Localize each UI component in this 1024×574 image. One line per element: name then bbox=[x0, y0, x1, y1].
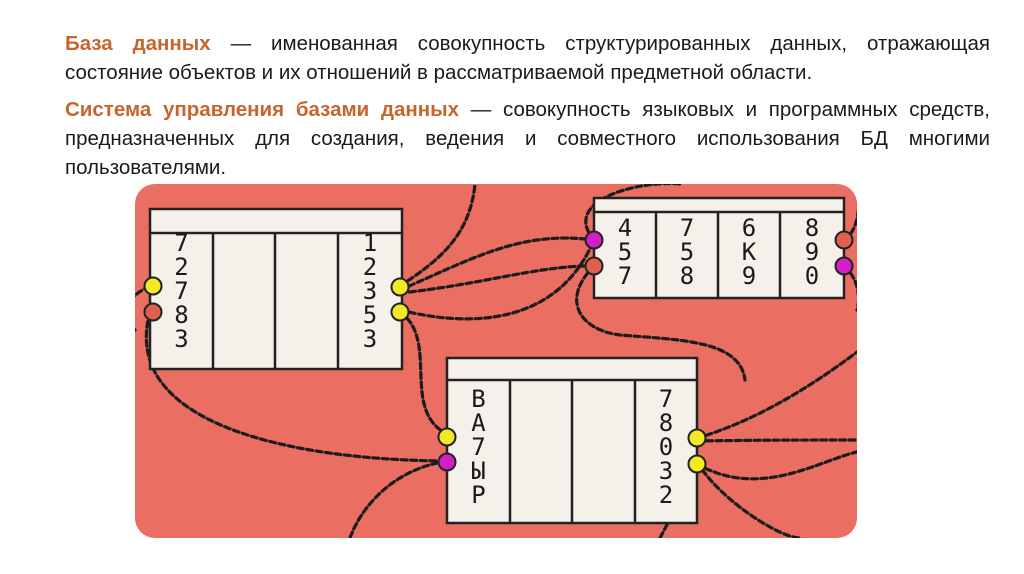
connector-dot bbox=[143, 302, 163, 322]
table-cell-char: 5 bbox=[618, 238, 632, 266]
table-cell-char: 2 bbox=[659, 481, 673, 509]
relationship-line bbox=[135, 284, 152, 332]
table-cell-char: 7 bbox=[471, 433, 485, 461]
term-dbms: Система управления базами данных bbox=[65, 98, 460, 121]
relationship-line bbox=[584, 184, 682, 242]
table-cell-char: 3 bbox=[659, 457, 673, 485]
connector-dot bbox=[437, 427, 457, 447]
connector-dot bbox=[390, 277, 410, 297]
table-cell-char: 5 bbox=[363, 301, 377, 329]
relationship-line bbox=[398, 184, 477, 288]
table-cell-char: А bbox=[471, 409, 486, 437]
connector-dot bbox=[390, 302, 410, 322]
table-cell-char: 9 bbox=[742, 262, 756, 290]
definition-dbms: Система управления базами данных — совок… bbox=[65, 95, 990, 182]
table-cell-char: 9 bbox=[805, 238, 819, 266]
table-cell-char: 3 bbox=[363, 277, 377, 305]
table-cell-char: Р bbox=[471, 481, 485, 509]
table-cell-char: 5 bbox=[680, 238, 694, 266]
term-database: База данных bbox=[65, 32, 211, 55]
relationship-line bbox=[348, 459, 449, 538]
relationship-line bbox=[398, 264, 596, 295]
relationship-line bbox=[695, 460, 802, 538]
table-cell-char: 8 bbox=[680, 262, 694, 290]
table-cell-char: 7 bbox=[174, 277, 188, 305]
table-cell-char: 8 bbox=[805, 214, 819, 242]
table-cell-char: 3 bbox=[174, 325, 188, 353]
connector-dot bbox=[437, 452, 457, 472]
definition-database-text: — именованная совокупность структурирова… bbox=[65, 32, 990, 84]
relationship-line bbox=[575, 264, 747, 382]
relationship-line bbox=[695, 438, 857, 443]
table-cell-char: 7 bbox=[174, 229, 188, 257]
relationship-line bbox=[144, 310, 449, 463]
table-cell-char: 3 bbox=[363, 325, 377, 353]
table-cell-char: 0 bbox=[659, 433, 673, 461]
connector-dot bbox=[687, 454, 707, 474]
table-cell-char: Ы bbox=[471, 457, 485, 485]
definition-database: База данных — именованная совокупность с… bbox=[65, 29, 990, 87]
table-cell-char: 6 bbox=[742, 214, 756, 242]
relationship-line bbox=[398, 238, 596, 321]
table-cell-char: К bbox=[742, 238, 757, 266]
table-cell-char: 0 bbox=[805, 262, 819, 290]
table-cell-char: 4 bbox=[618, 214, 632, 242]
table-cell-char: 7 bbox=[618, 262, 632, 290]
connector-dot bbox=[834, 230, 854, 250]
relationship-line bbox=[398, 236, 596, 292]
relationship-line bbox=[695, 350, 857, 440]
table-cell-char: 2 bbox=[174, 253, 188, 281]
table-cell-char: 8 bbox=[659, 409, 673, 437]
table-cell-char: 7 bbox=[659, 385, 673, 413]
relationship-line bbox=[695, 450, 857, 481]
connector-dot bbox=[584, 256, 604, 276]
connector-dot bbox=[834, 256, 854, 276]
connector-dot bbox=[143, 276, 163, 296]
table-cell-char: 8 bbox=[174, 301, 188, 329]
connector-dot bbox=[687, 428, 707, 448]
definition-dbms-text: — совокупность языковых и программных ср… bbox=[65, 98, 990, 179]
table-cell-char: 2 bbox=[363, 253, 377, 281]
table-cell-char: 7 bbox=[680, 214, 694, 242]
table-cell-char: 1 bbox=[363, 229, 377, 257]
table-cell-char: В bbox=[471, 385, 485, 413]
connector-dot bbox=[584, 230, 604, 250]
relationship-line bbox=[398, 310, 449, 436]
